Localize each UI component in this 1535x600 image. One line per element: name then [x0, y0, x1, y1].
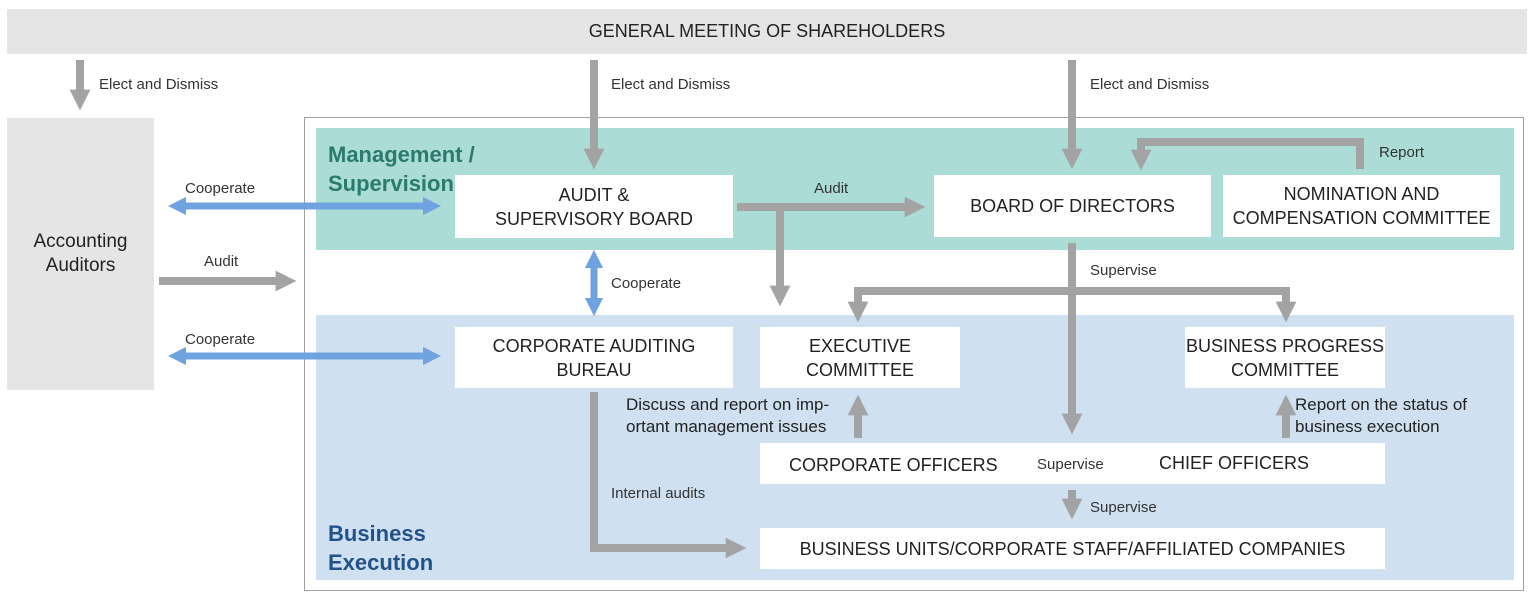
label-supervise-officers: Supervise [1037, 456, 1104, 473]
business-execution-title: Business Execution [328, 521, 434, 575]
label-cooperate-bureau-board: Cooperate [611, 275, 682, 292]
corporate-officers-label: CORPORATE OFFICERS [789, 455, 998, 475]
audit-supervisory-board-box: AUDIT & SUPERVISORY BOARD [455, 175, 733, 238]
label-audit-accounting: Audit [204, 253, 239, 270]
general-meeting-banner: GENERAL MEETING OF SHAREHOLDERS [7, 9, 1527, 54]
board-of-directors-box: BOARD OF DIRECTORS [934, 175, 1211, 237]
label-elect-dismiss-auditors: Elect and Dismiss [99, 76, 219, 93]
label-discuss-report: Discuss and report on imp- ortant manage… [626, 395, 830, 436]
label-elect-dismiss-board: Elect and Dismiss [1090, 76, 1210, 93]
label-elect-dismiss-audit-board: Elect and Dismiss [611, 76, 731, 93]
arrow-internal-audits [590, 392, 747, 559]
officers-row-box [760, 443, 1385, 484]
business-units-box: BUSINESS UNITS/CORPORATE STAFF/AFFILIATE… [760, 528, 1385, 569]
label-cooperate-audit-board: Cooperate [185, 180, 256, 197]
management-supervision-title: Management / Supervision [328, 142, 475, 196]
arrow-report-nomination [1130, 138, 1364, 171]
label-internal-audits: Internal audits [611, 485, 706, 502]
accounting-auditors-box: Accounting Auditors [7, 118, 154, 390]
nomination-compensation-committee-box: NOMINATION AND COMPENSATION COMMITTEE [1223, 175, 1500, 237]
label-supervise-units: Supervise [1090, 499, 1157, 516]
chief-officers-label: CHIEF OFFICERS [1159, 453, 1310, 473]
label-report-status: Report on the status of business executi… [1295, 395, 1467, 436]
label-supervise-board: Supervise [1090, 262, 1157, 279]
arrow-supervise-executive [847, 287, 1072, 323]
executive-committee-box: EXECUTIVE COMMITTEE [760, 327, 960, 388]
business-progress-committee-box: BUSINESS PROGRESS COMMITTEE [1185, 327, 1385, 388]
corporate-auditing-bureau-box: CORPORATE AUDITING BUREAU [455, 327, 733, 388]
label-cooperate-bureau: Cooperate [185, 331, 256, 348]
label-audit-board: Audit [814, 180, 849, 197]
label-report: Report [1379, 144, 1425, 161]
arrow-supervise-progress [1072, 287, 1297, 323]
